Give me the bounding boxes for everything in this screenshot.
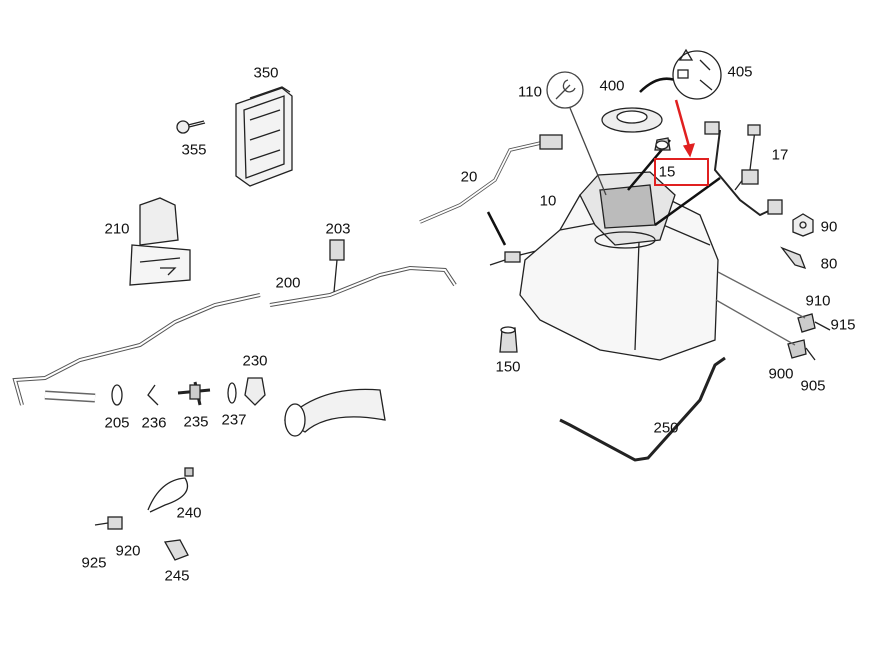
- callout-355[interactable]: 355: [181, 141, 207, 159]
- callout-905[interactable]: 905: [800, 377, 826, 395]
- callout-235[interactable]: 235: [183, 413, 209, 431]
- callout-210[interactable]: 210: [104, 220, 130, 238]
- callout-80[interactable]: 80: [820, 255, 838, 273]
- warning-label-part: [672, 48, 722, 100]
- callout-10[interactable]: 10: [539, 192, 557, 210]
- callout-240[interactable]: 240: [176, 504, 202, 522]
- bracket-part: [129, 197, 191, 286]
- sensor-cap-part: [654, 137, 671, 151]
- callout-150[interactable]: 150: [495, 358, 521, 376]
- wiring-harness-part: [704, 121, 783, 217]
- callout-910[interactable]: 910: [805, 292, 831, 310]
- callout-405[interactable]: 405: [727, 63, 753, 81]
- callout-90[interactable]: 90: [820, 218, 838, 236]
- callout-237[interactable]: 237: [221, 411, 247, 429]
- callout-230[interactable]: 230: [242, 352, 268, 370]
- bolt-part: [176, 120, 206, 134]
- highlight-box: [654, 158, 709, 186]
- callout-236[interactable]: 236: [141, 414, 167, 432]
- control-unit-part: [235, 86, 293, 187]
- callout-110[interactable]: 110: [518, 83, 542, 101]
- callout-203[interactable]: 203: [325, 220, 351, 238]
- callout-20[interactable]: 20: [460, 168, 478, 186]
- small-parts-row: [111, 377, 386, 437]
- callout-205[interactable]: 205: [104, 414, 130, 432]
- callout-900[interactable]: 900: [768, 365, 794, 383]
- cable-part: [94, 467, 194, 561]
- hose-line-part: [12, 239, 457, 406]
- callout-920[interactable]: 920: [115, 542, 141, 560]
- clip-part: [780, 246, 807, 270]
- sensor-parts: [715, 271, 831, 361]
- red-pointer-arrow: [674, 99, 692, 151]
- wrench-symbol: [546, 71, 607, 196]
- callout-915[interactable]: 915: [830, 316, 856, 334]
- callout-400[interactable]: 400: [599, 77, 625, 95]
- fuel-line-part: [419, 134, 563, 266]
- callout-925[interactable]: 925: [81, 554, 107, 572]
- rubber-mount-part: [499, 326, 518, 353]
- callout-200[interactable]: 200: [275, 274, 301, 292]
- callout-17[interactable]: 17: [771, 146, 789, 164]
- tank-strap-part: [559, 356, 726, 462]
- callout-250[interactable]: 250: [653, 419, 679, 437]
- callout-350[interactable]: 350: [253, 64, 279, 82]
- callout-15[interactable]: 15: [658, 163, 676, 181]
- callout-245[interactable]: 245: [164, 567, 190, 585]
- nut-part: [792, 213, 814, 237]
